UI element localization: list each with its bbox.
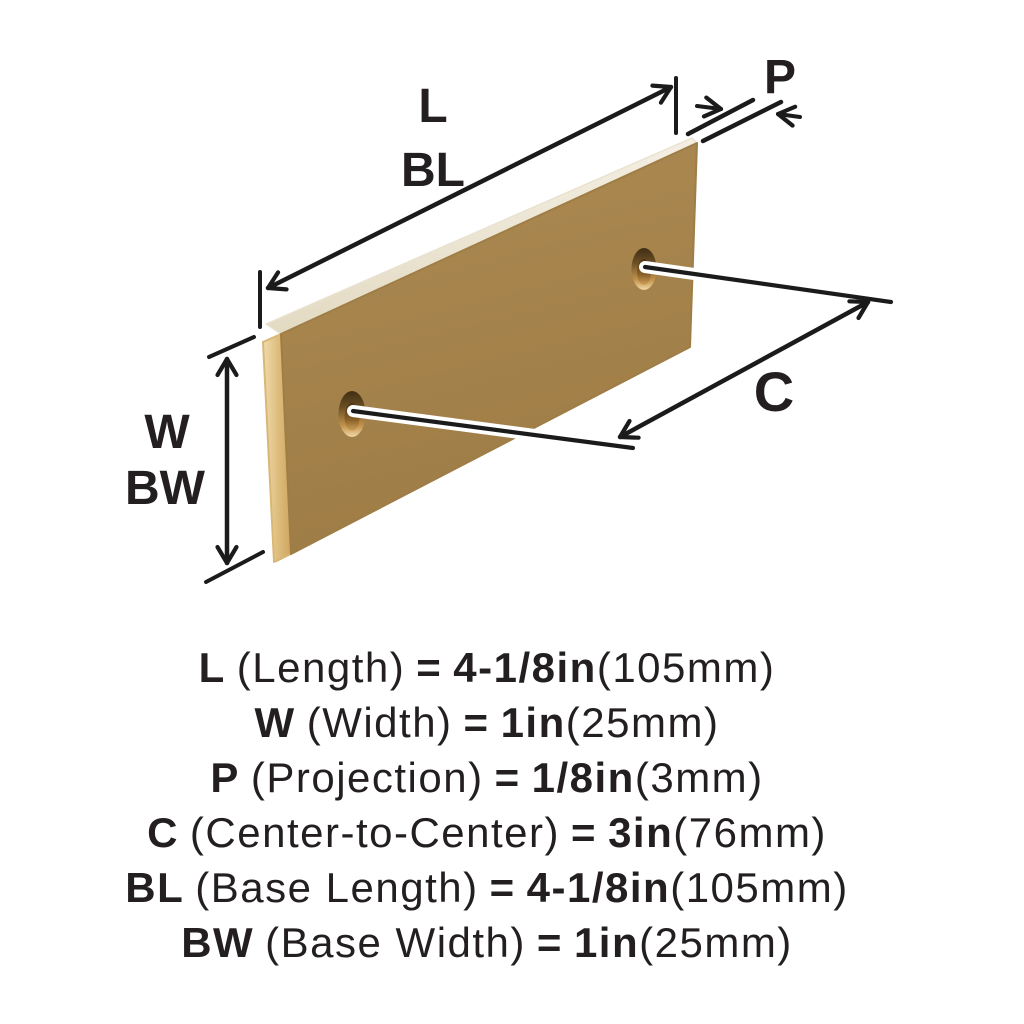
spec-name: (Width) <box>306 699 453 746</box>
spec-row-width: W(Width)=1in(25mm) <box>0 695 974 750</box>
spec-symbol: C <box>147 809 179 856</box>
spec-equals: = <box>489 864 516 911</box>
label-length: L <box>418 80 447 133</box>
spec-equals: = <box>536 919 563 966</box>
length-dimension-arrow <box>265 83 674 292</box>
spec-name: (Length) <box>236 644 406 691</box>
spec-symbol: P <box>210 754 240 801</box>
spec-value: 3in <box>608 809 674 856</box>
label-center-to-center: C <box>754 360 794 423</box>
spec-symbol: W <box>254 699 296 746</box>
backplate <box>262 137 698 563</box>
label-projection: P <box>764 51 796 104</box>
spec-value: 4-1/8in <box>453 644 597 691</box>
spec-row-base-length: BL(Base Length)=4-1/8in(105mm) <box>0 860 974 915</box>
spec-equals: = <box>494 754 521 801</box>
plate-front-face <box>280 142 698 555</box>
spec-row-length: L(Length)=4-1/8in(105mm) <box>0 640 974 695</box>
dimension-arrows <box>204 76 871 584</box>
projection-arrow-right <box>775 104 802 128</box>
spec-equals: = <box>463 699 490 746</box>
spec-row-center-to-center: C(Center-to-Center)=3in(76mm) <box>0 805 974 860</box>
spec-value: 4-1/8in <box>526 864 671 911</box>
spec-symbol: L <box>198 644 226 691</box>
dimension-spec-list: L(Length)=4-1/8in(105mm) W(Width)=1in(25… <box>0 640 974 970</box>
spec-name: (Base Width) <box>265 919 526 966</box>
spec-value: 1in <box>500 699 566 746</box>
spec-metric: (105mm) <box>670 864 849 911</box>
label-base-width: BW <box>125 462 206 515</box>
spec-metric: (105mm) <box>596 644 776 691</box>
spec-value: 1/8in <box>531 754 635 801</box>
spec-metric: (25mm) <box>565 699 720 746</box>
projection-extension-line-back <box>700 99 784 144</box>
width-extension-tick-top <box>207 335 256 359</box>
spec-row-projection: P(Projection)=1/8in(3mm) <box>0 750 974 805</box>
dimension-labels: L BL P W BW C <box>125 51 796 515</box>
spec-value: 1in <box>573 919 640 966</box>
spec-metric: (3mm) <box>634 754 764 801</box>
hole-leader-lines <box>347 261 897 454</box>
backplate-dimension-diagram: L BL P W BW C <box>125 51 897 584</box>
spec-equals: = <box>571 809 598 856</box>
width-extension-tick-bottom <box>204 550 265 584</box>
spec-name: (Projection) <box>250 754 484 801</box>
label-base-length: BL <box>401 144 465 197</box>
spec-symbol: BW <box>181 919 255 966</box>
spec-metric: (76mm) <box>673 809 827 856</box>
label-width: W <box>144 406 190 459</box>
spec-row-base-width: BW(Base Width)=1in(25mm) <box>0 915 974 970</box>
spec-equals: = <box>416 644 443 691</box>
spec-name: (Base Length) <box>195 864 479 911</box>
spec-metric: (25mm) <box>639 919 793 966</box>
left-hole-leader <box>350 408 636 451</box>
right-hole-leader <box>642 264 894 305</box>
spec-name: (Center-to-Center) <box>189 809 561 856</box>
projection-arrow-left <box>695 95 724 119</box>
center-to-center-dimension-arrow <box>617 299 871 440</box>
spec-symbol: BL <box>125 864 185 911</box>
